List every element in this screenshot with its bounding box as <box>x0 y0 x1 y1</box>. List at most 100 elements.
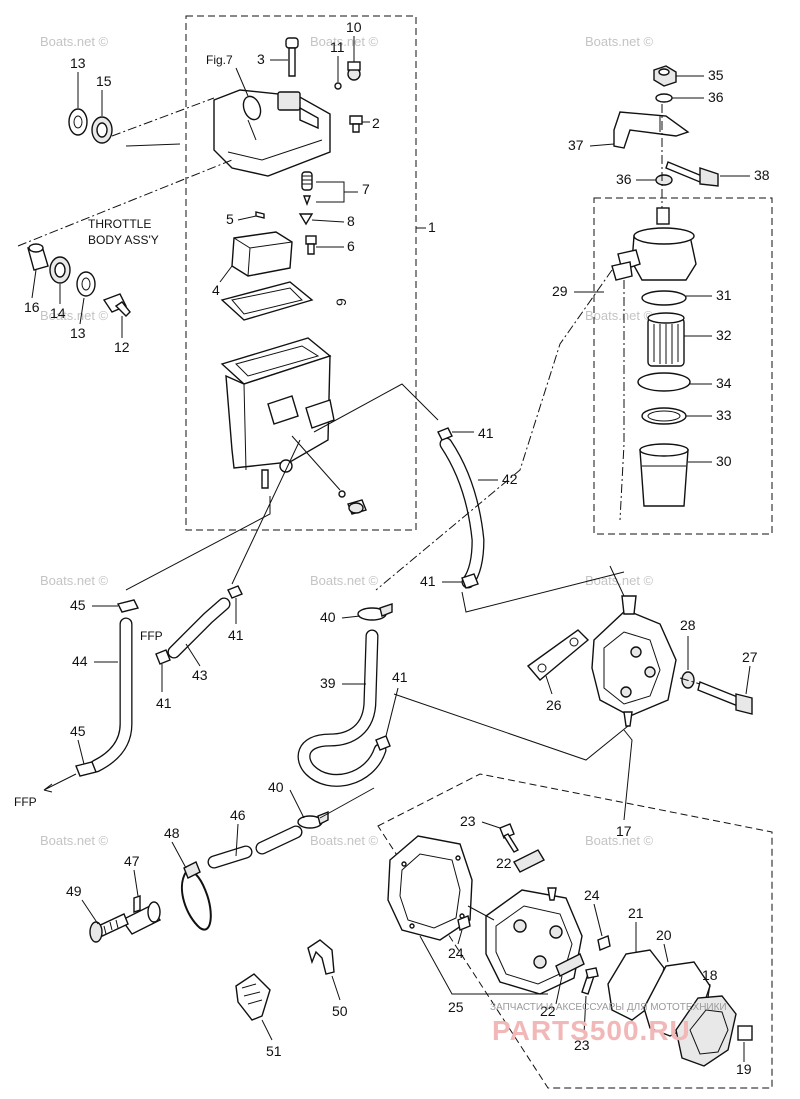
valve-22-top <box>513 849 545 873</box>
leader <box>319 787 375 819</box>
callout-label: 11 <box>330 39 345 55</box>
callout-label: 4 <box>212 282 220 298</box>
centerline <box>619 280 625 521</box>
leader <box>313 383 439 433</box>
washer-13-top <box>68 108 88 136</box>
leader <box>419 935 548 995</box>
clip-45-lower <box>75 761 97 777</box>
fuel-strap-48 <box>181 861 212 931</box>
washer-36-top <box>655 93 673 103</box>
bolt-38 <box>665 161 719 187</box>
callout-label: 41 <box>228 627 244 643</box>
clip-41 <box>155 649 171 665</box>
screw-2 <box>349 115 363 133</box>
callout-label: 37 <box>568 137 584 153</box>
callout-label: 39 <box>320 675 336 691</box>
callout-label: 47 <box>124 853 140 869</box>
seal-15 <box>91 116 113 144</box>
watermark: Boats.net © <box>40 34 109 49</box>
callout-label: 44 <box>72 653 88 669</box>
washer-11-top <box>334 82 342 90</box>
fuel-pump-17 <box>591 595 677 727</box>
clip-51 <box>235 973 271 1021</box>
vapor-separator-group-box <box>185 15 417 531</box>
callout-label: 23 <box>460 813 476 829</box>
needle-valve-7 <box>301 171 313 206</box>
stamp-tagline: ЗАПЧАСТИ И АКСЕССУАРЫ ДЛЯ МОТОТЕХНИКИ <box>490 1002 727 1013</box>
callout-label: 13 <box>70 325 86 341</box>
centerline <box>17 159 233 247</box>
callout-label: 5 <box>226 211 234 227</box>
clip-41 <box>375 735 391 751</box>
screw-23 <box>581 967 599 995</box>
float-4 <box>231 231 293 277</box>
nut-24 <box>457 915 471 931</box>
callout-label: 1 <box>428 219 436 235</box>
fitting-47 <box>120 895 162 935</box>
screw-3 <box>285 37 299 77</box>
callout-label: 45 <box>70 597 86 613</box>
valve-49 <box>89 913 129 943</box>
watermark: Boats.net © <box>585 833 654 848</box>
callout-label: 32 <box>716 327 732 343</box>
clip-41 <box>227 585 243 599</box>
leader <box>467 905 495 921</box>
watermark: Boats.net © <box>40 308 109 323</box>
callout-label: 23 <box>574 1037 590 1053</box>
leader <box>235 67 249 97</box>
callout-label: 28 <box>680 617 696 633</box>
callout-label: 3 <box>257 51 265 67</box>
watermark: Boats.net © <box>585 308 654 323</box>
separator-outlet-nipples <box>267 395 335 429</box>
watermark: Boats.net © <box>40 833 109 848</box>
hose-46 <box>207 825 303 869</box>
callout-label: 7 <box>362 181 370 197</box>
callout-label: 20 <box>656 927 672 943</box>
clip-8 <box>298 213 314 226</box>
watermark: Boats.net © <box>585 34 654 49</box>
hose-44 <box>89 617 133 773</box>
callout-label: 25 <box>448 999 464 1015</box>
callout-label: 16 <box>24 299 40 315</box>
clip-50 <box>307 939 335 975</box>
o-ring-31 <box>641 290 687 306</box>
callout-label: 17 <box>616 823 632 839</box>
callout-label: 36 <box>616 171 632 187</box>
callout-label: 34 <box>716 375 732 391</box>
stamp-brand: PARTS500.RU <box>492 1015 691 1046</box>
nut-24b <box>597 935 611 951</box>
callout-label: 35 <box>708 67 724 83</box>
filter-element-32 <box>647 312 685 367</box>
seal-14 <box>49 256 71 284</box>
clip-45-upper <box>116 599 140 613</box>
leader <box>125 143 181 147</box>
screw-23-top <box>499 823 520 853</box>
callout-label: 51 <box>266 1043 282 1059</box>
callout-label: 31 <box>716 287 732 303</box>
callout-label: 9 <box>333 298 349 306</box>
valve-22 <box>555 953 585 977</box>
callout-label: 2 <box>372 115 380 131</box>
callout-label: 22 <box>540 1003 556 1019</box>
leader <box>231 439 301 585</box>
filter-head-29 <box>611 207 697 281</box>
hose-39 <box>297 629 387 787</box>
callout-label: 41 <box>156 695 172 711</box>
leader <box>291 435 341 491</box>
callout-label: 14 <box>50 305 66 321</box>
screw-10-top <box>347 61 361 81</box>
watermark: Boats.net © <box>310 833 379 848</box>
callout-label: 48 <box>164 825 180 841</box>
bolt-12 <box>102 293 131 317</box>
callout-label: 42 <box>502 471 518 487</box>
callout-label: 26 <box>546 697 562 713</box>
callout-label: 45 <box>70 723 86 739</box>
clamp-40-upper <box>357 603 393 621</box>
leader <box>609 565 625 597</box>
callout-label: 40 <box>320 609 336 625</box>
gasket-26 <box>526 629 590 681</box>
screw-6 <box>305 235 317 255</box>
callout-label: 29 <box>552 283 568 299</box>
callout-label: 15 <box>96 73 112 89</box>
washer-11 <box>338 490 346 498</box>
